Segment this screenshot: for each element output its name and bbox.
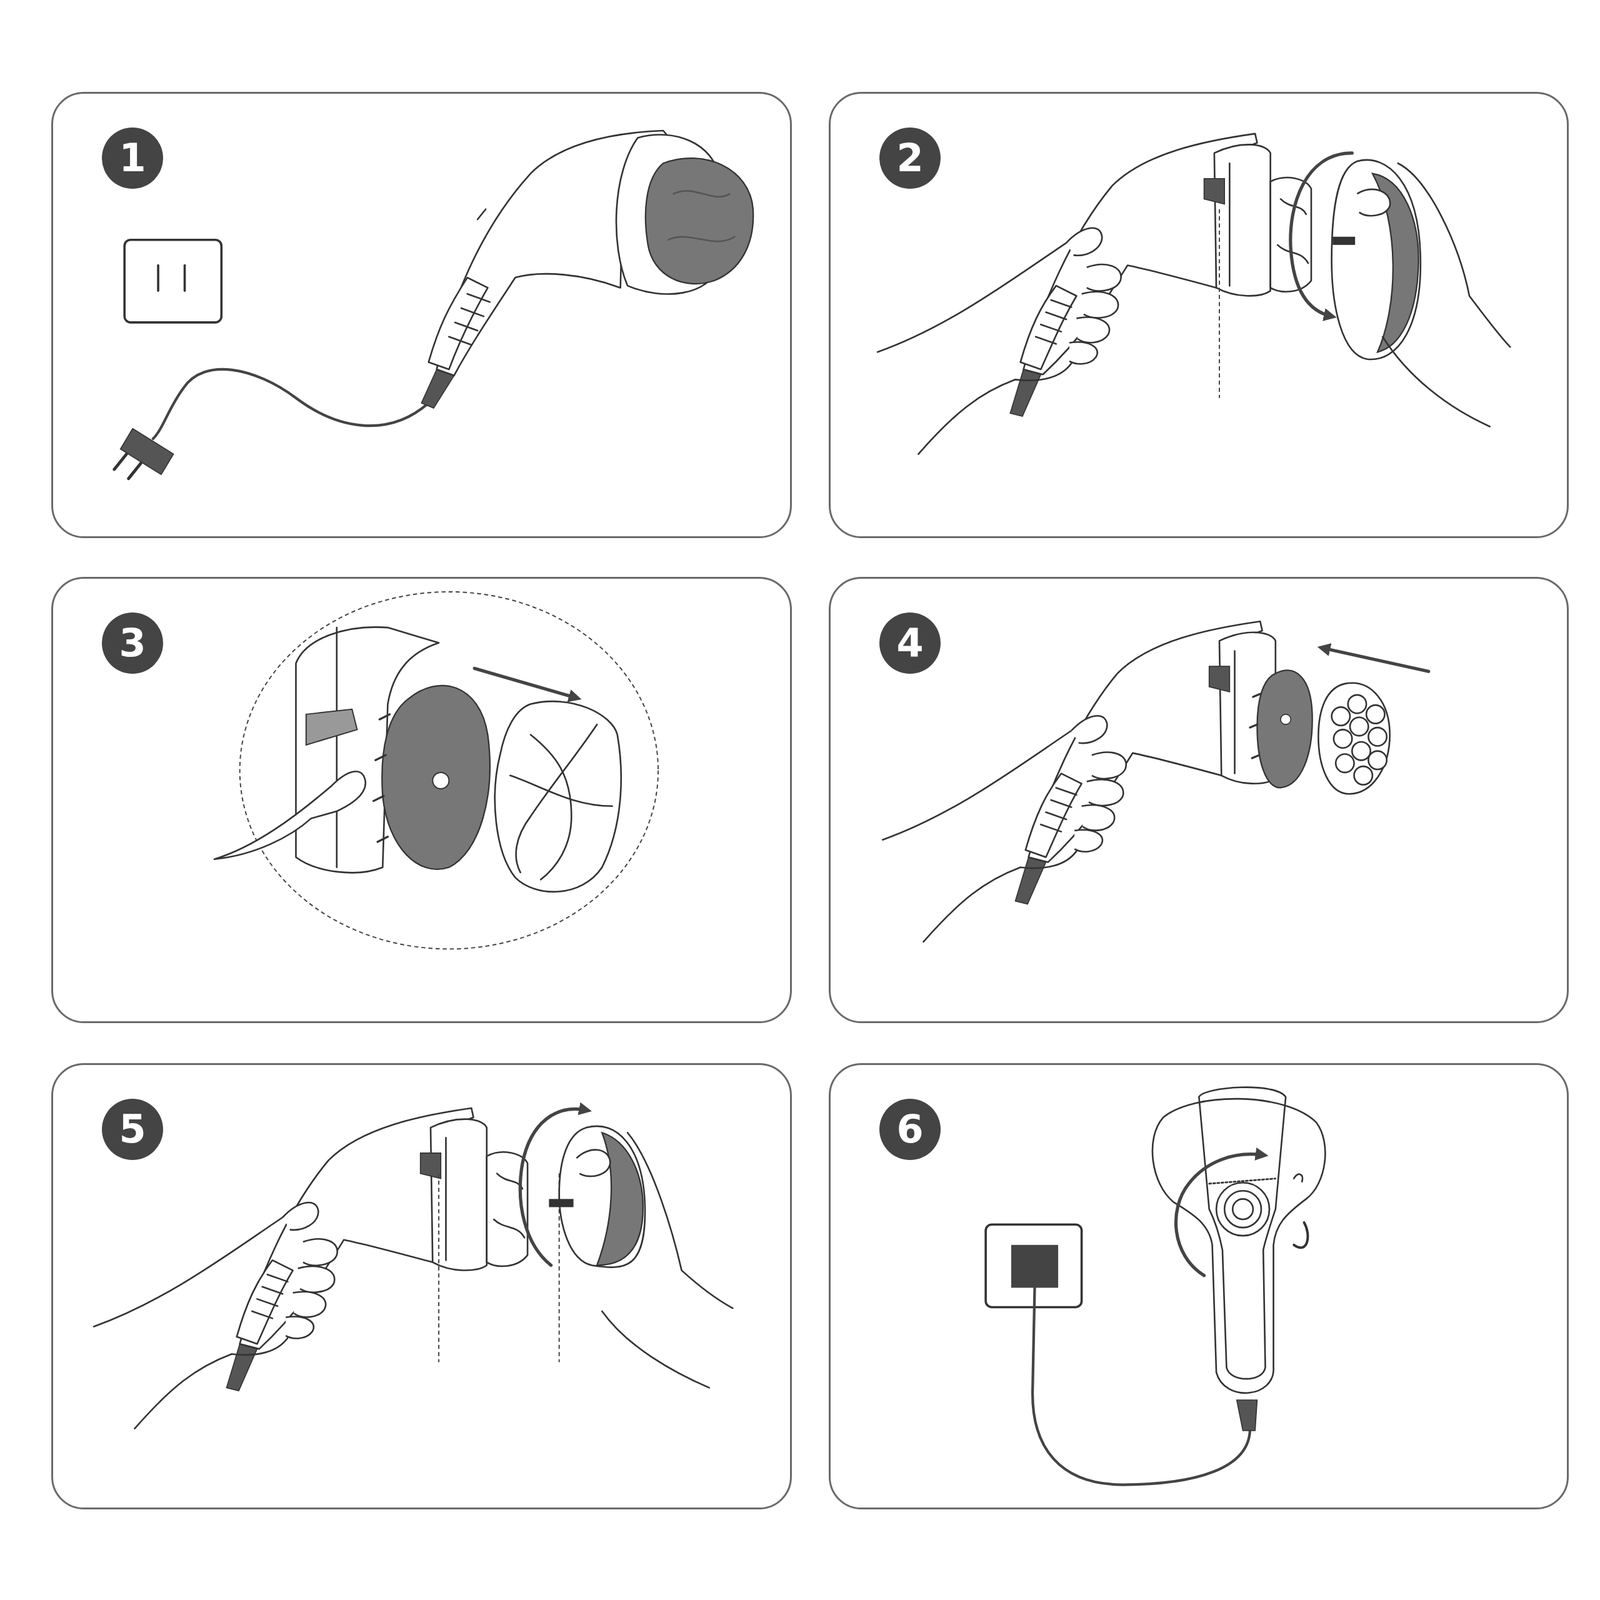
step-panel: 3	[51, 576, 792, 1024]
step-number: 3	[101, 612, 164, 674]
step-panel: 1	[51, 91, 792, 539]
step-number: 1	[101, 127, 164, 189]
step-panel: 5	[51, 1063, 792, 1510]
step-panel: 6	[828, 1063, 1569, 1510]
step-panel: 2	[828, 91, 1569, 539]
step-number: 6	[879, 1098, 941, 1160]
step-panel: 4	[828, 576, 1569, 1024]
step-number: 5	[101, 1098, 164, 1160]
step-number: 2	[879, 127, 941, 189]
step-number: 4	[879, 612, 941, 674]
